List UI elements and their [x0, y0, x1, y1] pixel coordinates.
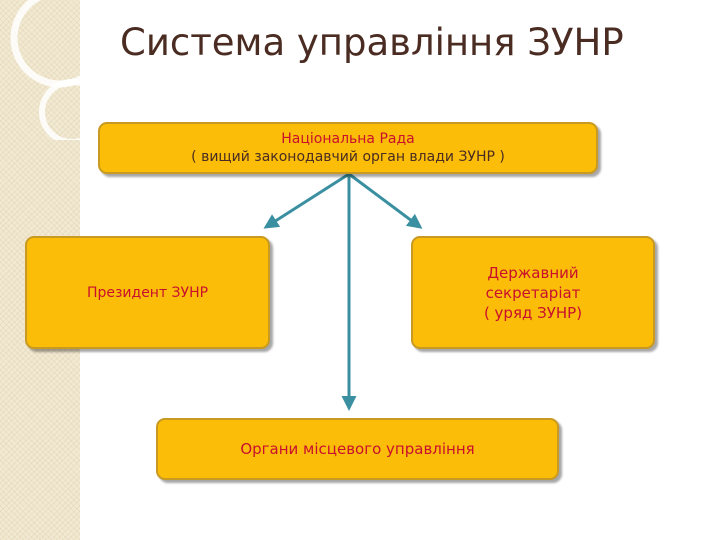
national-council-sublabel: ( вищий законодавчий орган влади ЗУНР ) — [191, 149, 505, 165]
national-council-box: Національна Рада ( вищий законодавчий ор… — [98, 122, 598, 174]
president-box: Президент ЗУНР — [25, 236, 270, 349]
local-government-label: Органи місцевого управління — [240, 440, 475, 458]
arrow-to-president — [263, 172, 350, 229]
local-government-box: Органи місцевого управління — [156, 418, 559, 480]
national-council-label: Національна Рада — [281, 131, 415, 147]
decorative-circles — [10, 0, 110, 140]
state-secretariat-label-line2: секретаріат — [485, 283, 581, 302]
president-label: Президент ЗУНР — [86, 284, 209, 301]
state-secretariat-box: Державний секретаріат ( уряд ЗУНР) — [411, 236, 655, 349]
state-secretariat-sublabel: ( уряд ЗУНР) — [483, 303, 583, 322]
page-title: Система управління ЗУНР — [120, 21, 624, 64]
arrow-to-secretariat — [348, 172, 423, 229]
state-secretariat-label-line1: Державний — [487, 263, 579, 282]
